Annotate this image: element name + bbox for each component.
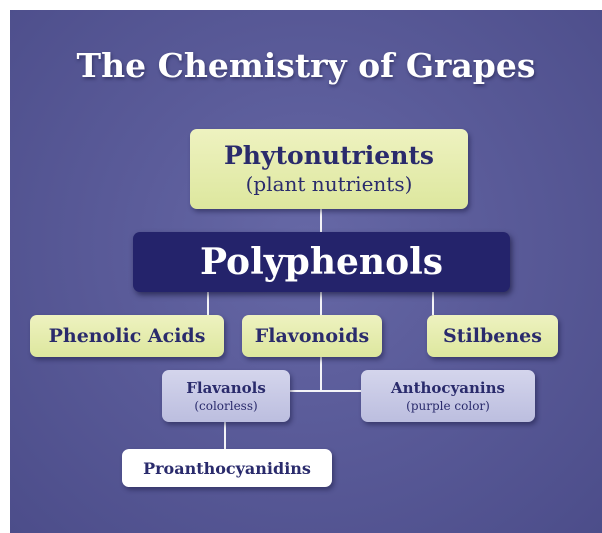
node-flavonoids-label: Flavonoids bbox=[254, 325, 370, 347]
node-phenolic-acids: Phenolic Acids bbox=[30, 315, 224, 357]
node-polyphenols: Polyphenols bbox=[133, 232, 510, 292]
node-flavanols-label: Flavanols bbox=[186, 378, 266, 397]
node-anthocyanins: Anthocyanins (purple color) bbox=[361, 370, 535, 422]
diagram-canvas: The Chemistry of Grapes Phytonutrients (… bbox=[10, 10, 602, 533]
node-proanthocyanidins-label: Proanthocyanidins bbox=[143, 458, 311, 478]
node-flavonoids: Flavonoids bbox=[242, 315, 382, 357]
node-anthocyanins-label: Anthocyanins bbox=[391, 378, 505, 397]
node-phytonutrients-sublabel: (plant nutrients) bbox=[245, 172, 413, 196]
node-stilbenes: Stilbenes bbox=[427, 315, 558, 357]
node-polyphenols-label: Polyphenols bbox=[199, 241, 444, 283]
node-stilbenes-label: Stilbenes bbox=[443, 325, 542, 347]
node-flavanols: Flavanols (colorless) bbox=[162, 370, 290, 422]
node-proanthocyanidins: Proanthocyanidins bbox=[122, 449, 332, 487]
node-phytonutrients-label: Phytonutrients bbox=[224, 141, 434, 170]
node-anthocyanins-sublabel: (purple color) bbox=[406, 398, 490, 413]
node-flavanols-sublabel: (colorless) bbox=[194, 398, 258, 413]
diagram-title: The Chemistry of Grapes bbox=[76, 46, 536, 85]
node-phytonutrients: Phytonutrients (plant nutrients) bbox=[190, 129, 468, 209]
node-phenolic-acids-label: Phenolic Acids bbox=[48, 325, 206, 347]
connector-lines bbox=[207, 209, 434, 449]
